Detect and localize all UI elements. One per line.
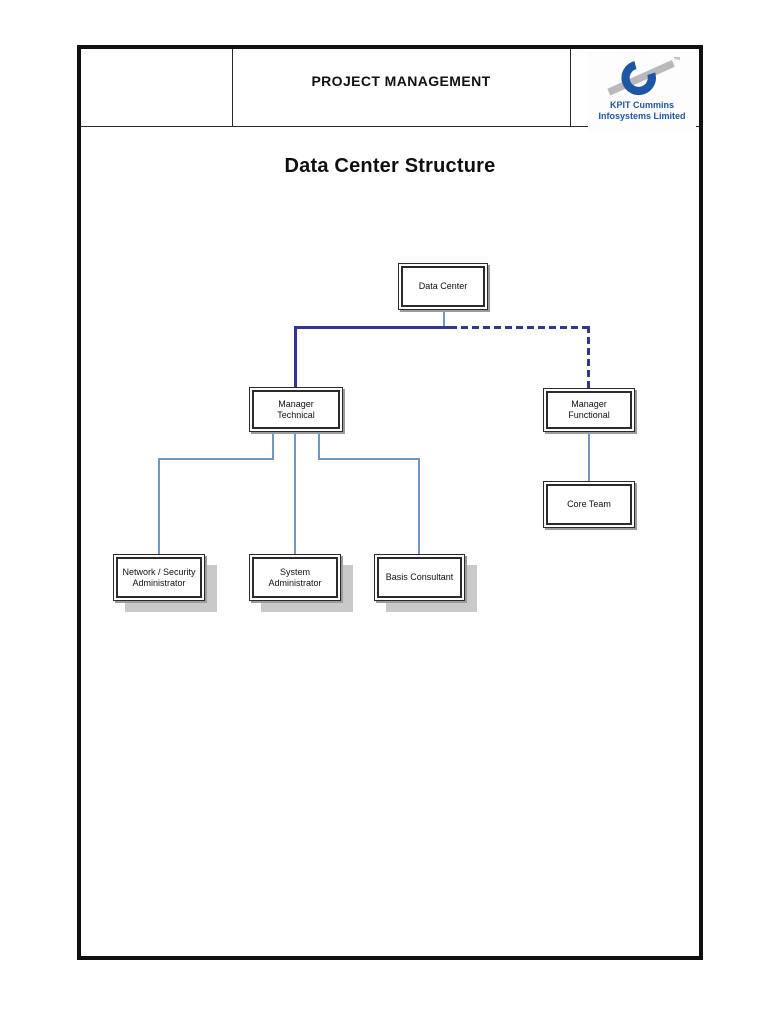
logo-text-line1: KPIT Cummins — [609, 100, 674, 110]
org-node-system-admin: System Administrator — [249, 554, 341, 601]
connector-solid-horizontal — [294, 326, 450, 329]
connector-mt-stub-center — [294, 432, 296, 554]
header-divider-left — [232, 49, 233, 126]
org-node-data-center: Data Center — [398, 263, 488, 310]
logo-text-line2: Infosystems Limited — [598, 111, 686, 121]
page-title: Data Center Structure — [284, 155, 496, 177]
connector-mt-vertical-left — [158, 458, 160, 554]
header-bottom-rule — [81, 126, 699, 127]
org-node-label: Manager Technical — [252, 390, 340, 429]
org-node-basis-consultant: Basis Consultant — [374, 554, 465, 601]
connector-mf-coreteam — [588, 432, 590, 481]
connector-solid-vertical — [294, 326, 297, 387]
connector-datacenter-stub — [443, 310, 445, 327]
org-node-label: Data Center — [401, 266, 485, 307]
org-node-manager-functional: Manager Functional — [543, 388, 635, 432]
org-node-network-security-admin: Network / Security Administrator — [113, 554, 205, 601]
org-node-label: Manager Functional — [546, 391, 632, 429]
company-logo: ™ KPIT Cummins Infosystems Limited — [588, 52, 696, 133]
org-node-manager-technical: Manager Technical — [249, 387, 343, 432]
connector-mt-horizontal-right — [318, 458, 420, 460]
header-title: PROJECT MANAGEMENT — [311, 73, 491, 89]
header-divider-right — [570, 49, 571, 126]
connector-dashed-vertical — [587, 326, 590, 388]
connector-mt-vertical-right — [418, 458, 420, 554]
connector-dashed-horizontal — [450, 326, 590, 329]
org-node-core-team: Core Team — [543, 481, 635, 528]
org-node-label: System Administrator — [252, 557, 338, 598]
org-node-label: Network / Security Administrator — [116, 557, 202, 598]
org-node-label: Core Team — [546, 484, 632, 525]
kpit-swoosh-icon: ™ — [607, 55, 681, 96]
org-node-label: Basis Consultant — [377, 557, 462, 598]
trademark-symbol: ™ — [673, 55, 680, 64]
connector-mt-horizontal-left — [158, 458, 274, 460]
connector-mt-stub-left — [272, 432, 274, 460]
connector-mt-stub-right — [318, 432, 320, 460]
